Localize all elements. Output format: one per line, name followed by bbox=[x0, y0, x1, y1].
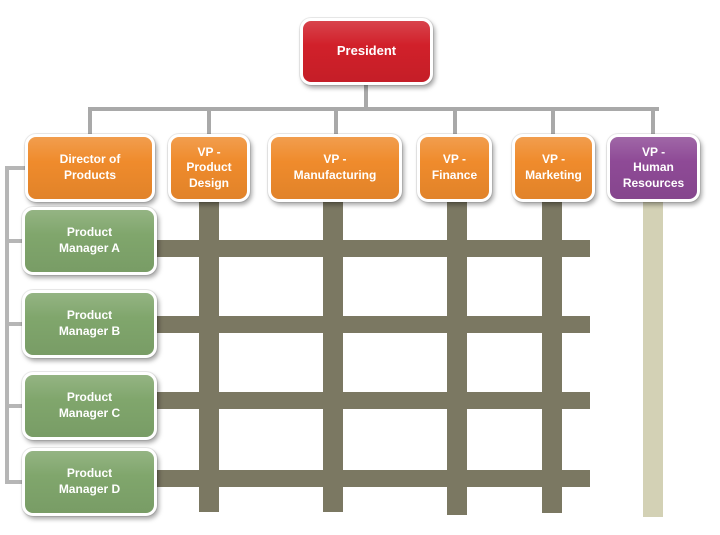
connector-stub-director bbox=[88, 107, 92, 134]
rail-top-stub bbox=[5, 166, 25, 170]
node-product-manager-b-label: Product Manager B bbox=[58, 308, 121, 338]
rail-stub-manager-b bbox=[5, 322, 22, 326]
connector-stub-product-design bbox=[207, 107, 211, 134]
connector-stub-marketing bbox=[551, 107, 555, 134]
node-vp-finance: VP - Finance bbox=[417, 134, 492, 202]
matrix-row-bar-manager-b bbox=[150, 316, 590, 333]
node-product-manager-d-label: Product Manager D bbox=[58, 466, 121, 496]
node-product-manager-d: Product Manager D bbox=[22, 448, 157, 516]
node-product-manager-a-label: Product Manager A bbox=[59, 225, 120, 255]
node-director-of-products: Director of Products bbox=[25, 134, 155, 202]
node-vp-manufacturing: VP - Manufacturing bbox=[268, 134, 402, 202]
connector-stub-finance bbox=[453, 107, 457, 134]
connector-stub-human-resources bbox=[651, 107, 655, 134]
node-vp-product-design-label: VP - Product Design bbox=[186, 144, 232, 190]
matrix-row-bar-manager-d bbox=[150, 470, 590, 487]
node-product-manager-a: Product Manager A bbox=[22, 207, 157, 275]
node-product-manager-c-label: Product Manager C bbox=[58, 390, 121, 420]
matrix-column-bar-finance bbox=[447, 200, 467, 515]
connector-trunk bbox=[88, 107, 659, 111]
matrix-column-bar-product-design bbox=[199, 200, 219, 512]
matrix-column-bar-marketing bbox=[542, 200, 562, 513]
node-director-of-products-label: Director of Products bbox=[59, 152, 121, 182]
rail-stub-manager-d bbox=[5, 480, 22, 484]
matrix-row-bar-manager-c bbox=[150, 392, 590, 409]
rail-stub-manager-a bbox=[5, 239, 22, 243]
node-vp-finance-label: VP - Finance bbox=[431, 152, 478, 182]
node-vp-marketing: VP - Marketing bbox=[512, 134, 595, 202]
node-vp-human-resources-label: VP - Human Resources bbox=[622, 144, 685, 190]
hr-column-bar bbox=[643, 202, 663, 517]
rail-stub-manager-c bbox=[5, 404, 22, 408]
connector-stub-manufacturing bbox=[334, 107, 338, 134]
node-vp-manufacturing-label: VP - Manufacturing bbox=[293, 152, 377, 182]
node-product-manager-c: Product Manager C bbox=[22, 372, 157, 440]
node-vp-product-design: VP - Product Design bbox=[168, 134, 250, 202]
node-vp-human-resources: VP - Human Resources bbox=[607, 134, 700, 202]
node-vp-marketing-label: VP - Marketing bbox=[525, 152, 582, 182]
matrix-row-bar-manager-a bbox=[150, 240, 590, 257]
connector-president-stub bbox=[364, 85, 368, 109]
node-president: President bbox=[300, 18, 433, 85]
node-president-label: President bbox=[336, 43, 397, 59]
matrix-column-bar-manufacturing bbox=[323, 200, 343, 512]
node-product-manager-b: Product Manager B bbox=[22, 290, 157, 358]
